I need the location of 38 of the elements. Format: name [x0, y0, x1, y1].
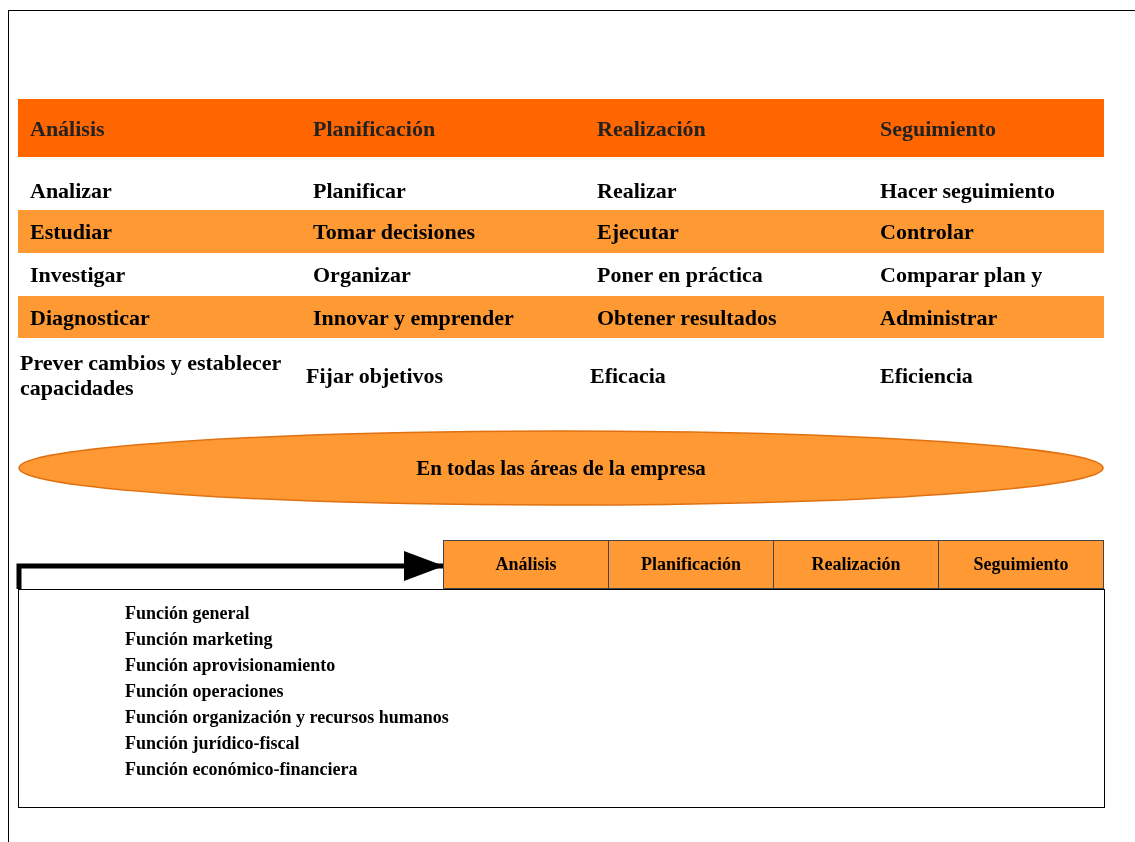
activity-text: Ejecutar [597, 218, 680, 246]
function-list-box [18, 589, 1105, 808]
phase-box: Planificación [608, 540, 774, 589]
function-item: Función organización y recursos humanos [125, 706, 449, 729]
function-item: Función económico-financiera [125, 758, 358, 781]
column-heading: Realización [597, 114, 707, 143]
function-item: Función general [125, 602, 250, 625]
activity-text: Fijar objetivos [306, 361, 445, 390]
column-heading: Análisis [30, 114, 106, 143]
activity-text: Investigar [30, 261, 127, 289]
function-item: Función operaciones [125, 680, 284, 703]
column-heading: Seguimiento [880, 114, 998, 143]
activity-text: Estudiar [30, 218, 113, 246]
activity-text: Analizar [30, 176, 113, 205]
activity-text: Eficacia [590, 361, 667, 390]
phase-box: Análisis [443, 540, 609, 589]
phase-box: Seguimiento [938, 540, 1104, 589]
activity-text: Innovar y emprender [313, 303, 515, 332]
function-item: Función aprovisionamiento [125, 654, 336, 677]
activity-text: Hacer seguimiento [880, 176, 1056, 205]
activity-text: Organizar [313, 261, 412, 289]
function-item: Función jurídico-fiscal [125, 732, 300, 755]
phase-box: Realización [773, 540, 939, 589]
column-heading: Planificación [313, 114, 437, 143]
activity-text: Controlar [880, 218, 975, 246]
activity-text: Poner en práctica [597, 261, 764, 289]
ellipse-label: En todas las áreas de la empresa [416, 455, 706, 481]
activity-text: Realizar [597, 176, 678, 205]
function-item: Función marketing [125, 628, 273, 651]
activity-text: Prever cambios y establecer capacidades [20, 349, 282, 402]
activity-text: Administrar [880, 303, 999, 332]
activity-text: Planificar [313, 176, 407, 205]
activity-text: Eficiencia [880, 361, 974, 390]
activity-text: Tomar decisiones [313, 218, 476, 246]
activity-text: Diagnosticar [30, 303, 151, 332]
activity-text: Comparar plan y [880, 261, 1044, 289]
arrow [16, 551, 444, 589]
activity-text: Obtener resultados [597, 303, 778, 332]
